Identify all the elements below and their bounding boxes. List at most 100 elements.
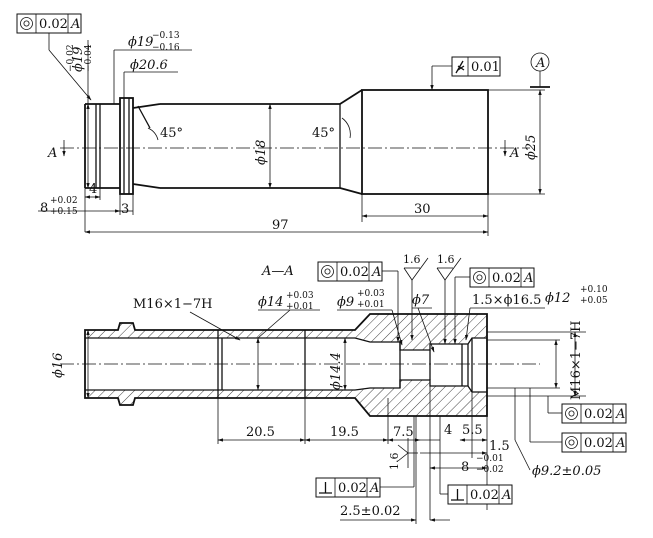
svg-text:8: 8 (461, 460, 469, 475)
svg-text:1.6: 1.6 (437, 253, 455, 266)
svg-text:−0.01: −0.01 (476, 454, 504, 464)
svg-text:ϕ16: ϕ16 (51, 353, 66, 378)
dim-phi14-4: ϕ14.4 (329, 337, 347, 391)
svg-text:ϕ7: ϕ7 (412, 293, 430, 308)
svg-text:1.6: 1.6 (403, 253, 421, 266)
svg-text:+0.05: +0.05 (580, 296, 608, 306)
thread-right-label: M16×1−7H (487, 320, 586, 400)
svg-text:0.02: 0.02 (39, 17, 68, 32)
svg-text:+0.02: +0.02 (50, 196, 78, 206)
tolerance-frame-r2: 0.02 A (529, 388, 627, 453)
svg-text:A: A (371, 265, 381, 280)
svg-text:0.02: 0.02 (470, 488, 499, 503)
svg-text:0.02: 0.02 (340, 265, 369, 280)
perpendicularity-icon (319, 482, 332, 494)
svg-text:−0.13: −0.13 (152, 31, 180, 41)
svg-text:3: 3 (121, 202, 129, 217)
svg-text:8: 8 (40, 201, 48, 216)
section-view: A—A ϕ16 M16× (51, 253, 627, 524)
svg-text:0.02: 0.02 (584, 436, 613, 451)
roughness-symbol-1: 1.6 (403, 253, 429, 341)
dim-phi18: ϕ18 (254, 103, 272, 189)
dim-4-section: 4 (420, 416, 452, 444)
svg-text:ϕ9.2±0.05: ϕ9.2±0.05 (532, 464, 601, 479)
dim-8: 8 +0.02 +0.15 (38, 194, 121, 217)
svg-text:ϕ19: ϕ19 (71, 47, 86, 72)
perpendicularity-icon (451, 489, 464, 501)
svg-text:20.5: 20.5 (246, 425, 275, 440)
dim-phi19-left: ϕ19 −0.02 −0.04 (66, 40, 94, 189)
svg-text:A: A (501, 488, 511, 503)
svg-text:−0.02: −0.02 (66, 44, 76, 72)
dim-phi19-collar: ϕ19 −0.13 −0.16 (113, 31, 192, 104)
dim-19-5: 19.5 (304, 398, 389, 444)
dim-7-5: 7.5 (387, 398, 421, 444)
svg-text:ϕ19: ϕ19 (128, 35, 153, 50)
dim-8-section: 8 −0.01 −0.02 (429, 386, 504, 520)
dim-phi25: ϕ25 (488, 89, 545, 195)
dim-4: 4 (84, 182, 101, 232)
dim-phi7: ϕ7 (412, 293, 435, 353)
thread-left-label: M16×1−7H (133, 297, 241, 341)
section-mark-right: A (503, 140, 519, 161)
svg-text:2.5±0.02: 2.5±0.02 (340, 504, 401, 519)
svg-text:0.02: 0.02 (492, 271, 521, 286)
angle-left-label: 45° (160, 126, 183, 141)
dim-phi9: ϕ9 +0.03 +0.01 (337, 289, 403, 346)
svg-text:A: A (70, 17, 80, 32)
svg-text:30: 30 (414, 202, 431, 217)
svg-text:1.5×ϕ16.5: 1.5×ϕ16.5 (472, 293, 541, 308)
dim-2-5: 2.5±0.02 (340, 416, 450, 524)
svg-text:ϕ18: ϕ18 (254, 140, 269, 165)
tolerance-frame-perp-left: 0.02 A (315, 416, 415, 498)
dim-1-5: 1.5 (420, 392, 510, 458)
svg-text:A: A (535, 56, 545, 71)
concentricity-icon (20, 17, 33, 30)
runout-icon (455, 60, 465, 74)
svg-text:ϕ14: ϕ14 (258, 295, 283, 310)
svg-text:ϕ20.6: ϕ20.6 (130, 58, 168, 73)
dim-97: 97 (84, 218, 489, 234)
section-mark-left: A (47, 140, 66, 161)
concentricity-icon (321, 265, 334, 278)
concentricity-icon (565, 407, 578, 420)
roughness-symbol-2: 1.6 (436, 253, 462, 345)
svg-text:+0.01: +0.01 (357, 300, 385, 310)
svg-text:A: A (615, 407, 625, 422)
svg-text:97: 97 (272, 218, 289, 233)
dim-3: 3 (120, 194, 134, 217)
svg-text:0.01: 0.01 (471, 60, 500, 75)
datum-bubble: A (530, 52, 550, 88)
svg-text:4: 4 (444, 423, 452, 438)
svg-text:+0.03: +0.03 (357, 289, 385, 299)
svg-text:4: 4 (89, 182, 97, 197)
dim-phi16: ϕ16 (51, 329, 90, 399)
svg-text:ϕ12: ϕ12 (545, 291, 570, 306)
section-title: A—A (261, 264, 294, 279)
svg-text:+0.03: +0.03 (286, 291, 314, 301)
tolerance-frame-topleft: 0.02 A (16, 13, 92, 101)
svg-text:−0.04: −0.04 (84, 44, 94, 72)
concentricity-icon (565, 436, 578, 449)
roughness-symbol-3: 1.6 (388, 438, 418, 470)
svg-text:+0.15: +0.15 (50, 207, 78, 217)
svg-text:A: A (509, 146, 519, 161)
angle-right-label: 45° (312, 126, 335, 141)
svg-text:+0.01: +0.01 (286, 302, 314, 312)
runout-frame: 0.01 (430, 56, 501, 91)
svg-text:M16×1−7H: M16×1−7H (133, 297, 213, 312)
dim-phi20-6: ϕ20.6 (123, 58, 178, 98)
dim-1-5-phi16-5: 1.5×ϕ16.5 (464, 293, 545, 341)
dim-phi12: ϕ12 +0.10 +0.05 (487, 285, 608, 389)
svg-text:−0.16: −0.16 (152, 43, 180, 53)
tolerance-frame-right: 0.02 A (453, 267, 535, 345)
tolerance-frame-r1: 0.02 A (547, 396, 627, 424)
svg-text:0.02: 0.02 (338, 481, 367, 496)
dim-phi14: ϕ14 +0.03 +0.01 (256, 291, 320, 391)
svg-text:A: A (47, 146, 57, 161)
top-view: 0.02 A (16, 13, 550, 236)
shaft-outline (60, 89, 530, 195)
svg-text:+0.10: +0.10 (580, 285, 608, 295)
tolerance-frame-mid: 0.02 A (317, 261, 400, 343)
